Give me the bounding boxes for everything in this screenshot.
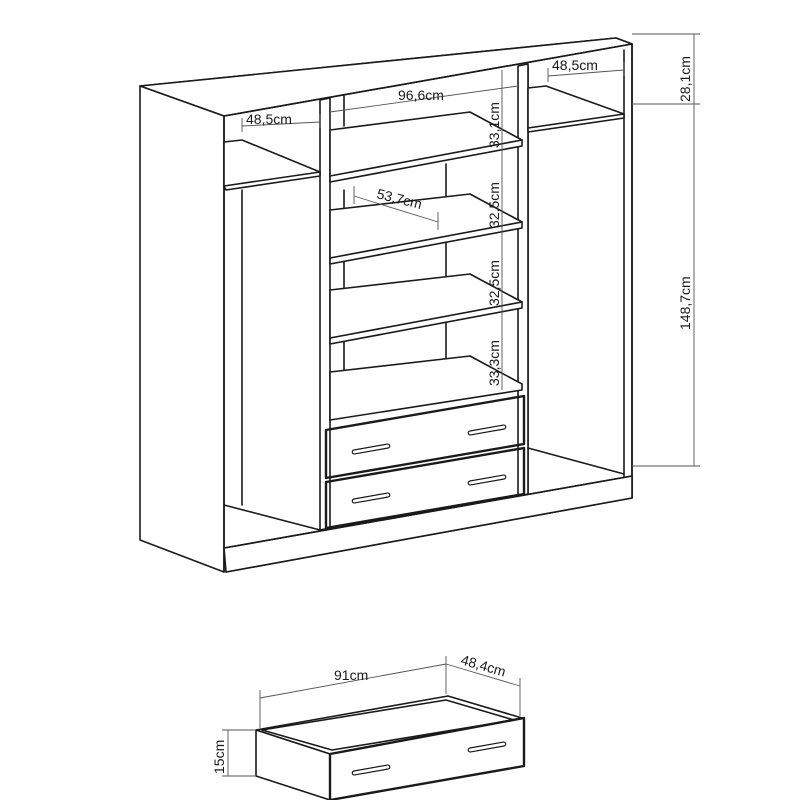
dim-top-height-label: 28,1cm [677,56,693,102]
center-shelf-4 [329,355,523,421]
wardrobe-bottom-panel [223,475,633,573]
dim-center-width-label: 96,6cm [398,87,444,103]
dim-center-width-line [329,85,519,113]
wardrobe [139,37,633,573]
dim-shelf-gap-1-label: 33,1cm [486,102,502,148]
upper-drawer-front [324,394,526,480]
drawer-front-panel [328,716,526,800]
center-shelf-1-front [329,139,523,177]
dim-drawer-width-line [259,663,447,699]
dim-left-width-line [241,121,321,127]
drawer-left-side [255,729,331,800]
drawer [255,695,526,800]
dim-left-width-label: 48,5cm [246,111,292,127]
dim-drawer-depth-line [445,663,521,687]
lower-drawer-handle-left [351,492,391,504]
dim-shelf-gap-2-label: 32,5cm [486,182,502,228]
right-compartment-floor [527,447,625,475]
upper-drawer-handle-right [467,424,507,436]
drawer-dimensions: 91cm 48,4cm 15cm [211,652,521,777]
center-shelf-2-front [329,221,523,259]
right-top-shelf [527,85,625,133]
bottom-board-top-edge [223,475,633,549]
dim-shelf-gap-3-label: 32,5cm [486,260,502,306]
dim-right-width-label: 48,5cm [552,57,598,73]
dim-drawer-width-label: 91cm [334,667,368,683]
right-top-shelf-front [527,113,625,129]
lower-drawer-handle-right [467,474,507,486]
left-top-shelf [223,139,321,191]
wardrobe-front-frame [223,43,633,117]
dim-drawer-height-label: 15cm [211,740,227,774]
drawer-handle-left [351,764,391,776]
dim-shelf-depth-line [353,195,439,223]
dim-right-width-line [547,69,625,77]
upper-drawer-handle-left [351,443,391,455]
drawer-handle-right [467,741,507,753]
center-shelf-3-front [329,301,523,339]
dim-shelf-gap-4-label: 33,3cm [486,340,502,386]
left-compartment-floor [223,504,321,531]
lower-drawer-front [324,446,526,530]
wardrobe-left-side-panel [139,85,225,573]
left-top-shelf-front [223,171,321,187]
dim-body-height-label: 148,7cm [677,276,693,330]
